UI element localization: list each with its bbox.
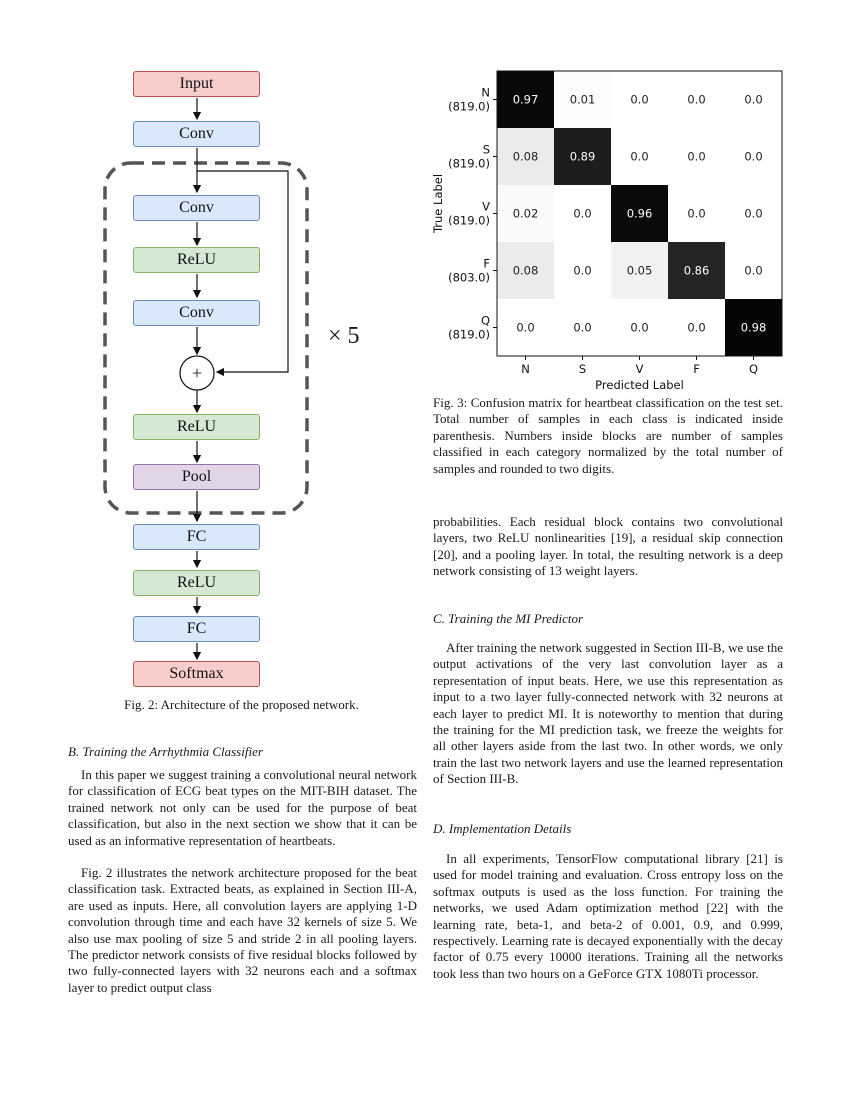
residual-relu-block-2: ReLU bbox=[133, 414, 260, 440]
matrix-cell-S-F bbox=[668, 128, 725, 185]
matrix-value-N-F: 0.0 bbox=[687, 93, 705, 107]
pool-block: Pool bbox=[133, 464, 260, 490]
x-tick-label-S: S bbox=[579, 362, 586, 376]
matrix-cell-F-F bbox=[668, 242, 725, 299]
confusion-matrix-chart: 0.97 0.01 0.0 0.0 0.0 0.08 0.89 0.0 0.0 0.0 0.02 0.… bbox=[431, 70, 783, 392]
matrix-cell-F-N bbox=[497, 242, 554, 299]
add-symbol: + bbox=[191, 363, 203, 383]
x-axis-label: Predicted Label bbox=[595, 378, 684, 392]
section-b-paragraph-2: Fig. 2 illustrates the network architect… bbox=[68, 865, 417, 995]
residual-conv-block-1: Conv bbox=[133, 195, 260, 221]
section-b-paragraph-continued: probabilities. Each residual block conta… bbox=[433, 514, 783, 579]
section-b-heading: B. Training the Arrhythmia Classifier bbox=[68, 744, 263, 759]
x-tick-label-N: N bbox=[521, 362, 530, 376]
repeat-label: × 5 bbox=[328, 323, 360, 349]
matrix-value-S-F: 0.0 bbox=[687, 150, 705, 164]
matrix-cell-S-Q bbox=[725, 128, 782, 185]
y-tick-count-S: (819.0) bbox=[448, 157, 490, 171]
matrix-cell-Q-V bbox=[611, 299, 668, 356]
section-d-heading: D. Implementation Details bbox=[433, 821, 572, 836]
y-tick-count-Q: (819.0) bbox=[448, 328, 490, 342]
y-tick-label-Q: Q bbox=[481, 314, 490, 328]
figure3-caption: Fig. 3: Confusion matrix for heartbeat c… bbox=[433, 395, 783, 476]
matrix-value-V-N: 0.02 bbox=[513, 207, 539, 221]
y-tick-label-V: V bbox=[482, 200, 490, 214]
matrix-cell-N-F bbox=[668, 71, 725, 128]
matrix-value-Q-Q: 0.98 bbox=[741, 321, 767, 335]
fc-block-1: FC bbox=[133, 524, 260, 550]
section-b-paragraph-1: In this paper we suggest training a conv… bbox=[68, 767, 417, 848]
matrix-cell-S-V bbox=[611, 128, 668, 185]
matrix-value-Q-N: 0.0 bbox=[516, 321, 534, 335]
section-c-heading: C. Training the MI Predictor bbox=[433, 611, 584, 626]
matrix-value-N-Q: 0.0 bbox=[744, 93, 762, 107]
x-tick-label-F: F bbox=[693, 362, 700, 376]
matrix-cell-Q-N bbox=[497, 299, 554, 356]
matrix-cell-F-Q bbox=[725, 242, 782, 299]
matrix-cell-V-N bbox=[497, 185, 554, 242]
matrix-value-Q-F: 0.0 bbox=[687, 321, 705, 335]
matrix-cell-Q-F bbox=[668, 299, 725, 356]
y-tick-label-S: S bbox=[483, 143, 490, 157]
matrix-cell-Q-S bbox=[554, 299, 611, 356]
matrix-cell-V-F bbox=[668, 185, 725, 242]
softmax-block: Softmax bbox=[133, 661, 260, 687]
matrix-value-S-V: 0.0 bbox=[630, 150, 648, 164]
matrix-cell-N-S bbox=[554, 71, 611, 128]
matrix-cell-N-Q bbox=[725, 71, 782, 128]
matrix-value-F-Q: 0.0 bbox=[744, 264, 762, 278]
y-tick-label-N: N bbox=[481, 86, 490, 100]
matrix-cell-V-S bbox=[554, 185, 611, 242]
matrix-value-Q-V: 0.0 bbox=[630, 321, 648, 335]
matrix-cell-F-S bbox=[554, 242, 611, 299]
matrix-value-N-V: 0.0 bbox=[630, 93, 648, 107]
matrix-value-S-S: 0.89 bbox=[570, 150, 596, 164]
matrix-cell-V-Q bbox=[725, 185, 782, 242]
matrix-cell-S-N bbox=[497, 128, 554, 185]
input-block: Input bbox=[133, 71, 260, 97]
matrix-cell-N-N bbox=[497, 71, 554, 128]
matrix-value-F-V: 0.05 bbox=[627, 264, 653, 278]
section-c-paragraph: After training the network suggested in … bbox=[433, 640, 783, 787]
matrix-cell-V-V bbox=[611, 185, 668, 242]
matrix-cell-F-V bbox=[611, 242, 668, 299]
y-axis-label: True Label bbox=[431, 174, 445, 234]
matrix-value-V-S: 0.0 bbox=[573, 207, 591, 221]
matrix-value-N-S: 0.01 bbox=[570, 93, 596, 107]
figure2-caption: Fig. 2: Architecture of the proposed net… bbox=[124, 697, 359, 712]
x-tick-label-V: V bbox=[636, 362, 644, 376]
y-tick-count-F: (803.0) bbox=[448, 271, 490, 285]
y-tick-label-F: F bbox=[483, 257, 490, 271]
matrix-cell-Q-Q bbox=[725, 299, 782, 356]
y-tick-count-N: (819.0) bbox=[448, 100, 490, 114]
matrix-cell-S-S bbox=[554, 128, 611, 185]
matrix-value-Q-S: 0.0 bbox=[573, 321, 591, 335]
matrix-value-V-F: 0.0 bbox=[687, 207, 705, 221]
relu-block-3: ReLU bbox=[133, 570, 260, 596]
y-tick-count-V: (819.0) bbox=[448, 214, 490, 228]
add-node bbox=[179, 355, 215, 391]
matrix-value-S-Q: 0.0 bbox=[744, 150, 762, 164]
section-d-paragraph: In all experiments, TensorFlow computati… bbox=[433, 851, 783, 981]
x-tick-label-Q: Q bbox=[749, 362, 758, 376]
network-diagram-connectors bbox=[103, 98, 309, 661]
residual-relu-block-1: ReLU bbox=[133, 247, 260, 273]
matrix-value-F-F: 0.86 bbox=[684, 264, 710, 278]
matrix-value-S-N: 0.08 bbox=[513, 150, 539, 164]
conv-block-1: Conv bbox=[133, 121, 260, 147]
matrix-value-N-N: 0.97 bbox=[513, 93, 539, 107]
repeat-group-border bbox=[103, 161, 309, 515]
matrix-value-F-N: 0.08 bbox=[513, 264, 539, 278]
residual-conv-block-2: Conv bbox=[133, 300, 260, 326]
matrix-value-V-V: 0.96 bbox=[627, 207, 653, 221]
matrix-cell-N-V bbox=[611, 71, 668, 128]
matrix-value-F-S: 0.0 bbox=[573, 264, 591, 278]
fc-block-2: FC bbox=[133, 616, 260, 642]
matrix-value-V-Q: 0.0 bbox=[744, 207, 762, 221]
